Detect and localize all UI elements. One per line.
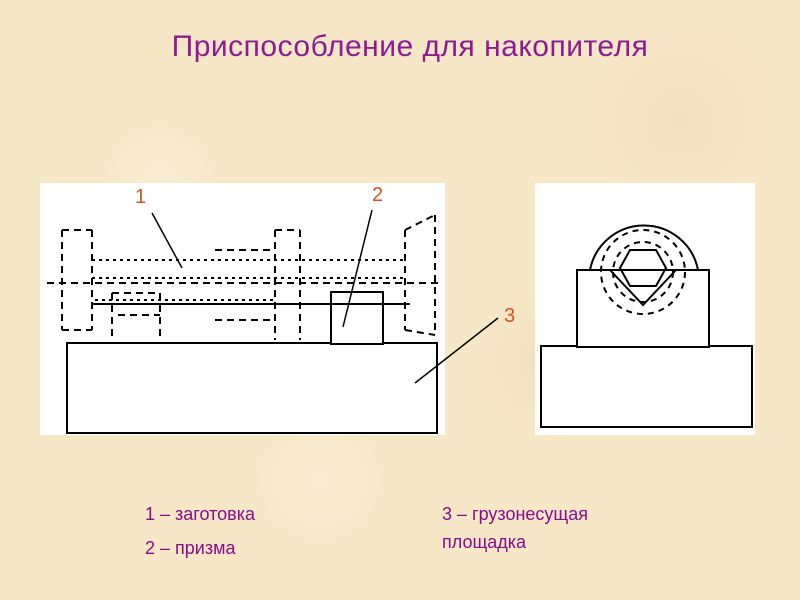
legend-item-3-line2: площадка [442, 532, 527, 552]
leader-2 [342, 209, 373, 328]
leader-3 [414, 317, 499, 384]
side-view [47, 209, 499, 434]
legend-left: 1 – заготовка 2 – призма [145, 500, 255, 562]
legend-item-1: 1 – заготовка [145, 504, 255, 524]
legend-right: 3 – грузонесущая площадка [442, 500, 588, 556]
front-view [540, 224, 753, 428]
load-platform-front [540, 345, 753, 428]
workpiece-body [92, 259, 405, 301]
callout-2: 2 [372, 184, 383, 206]
leader-1 [151, 212, 183, 269]
load-platform-side [66, 342, 438, 434]
workpiece-outline [47, 214, 440, 340]
callout-1: 1 [135, 186, 146, 208]
page-title: Приспособление для накопителя [171, 30, 649, 63]
prism-side [330, 291, 384, 345]
prism-front [576, 269, 710, 348]
legend-item-2: 2 – призма [145, 538, 236, 558]
legend-item-3-line1: 3 – грузонесущая [442, 504, 588, 524]
callout-3: 3 [504, 305, 515, 327]
